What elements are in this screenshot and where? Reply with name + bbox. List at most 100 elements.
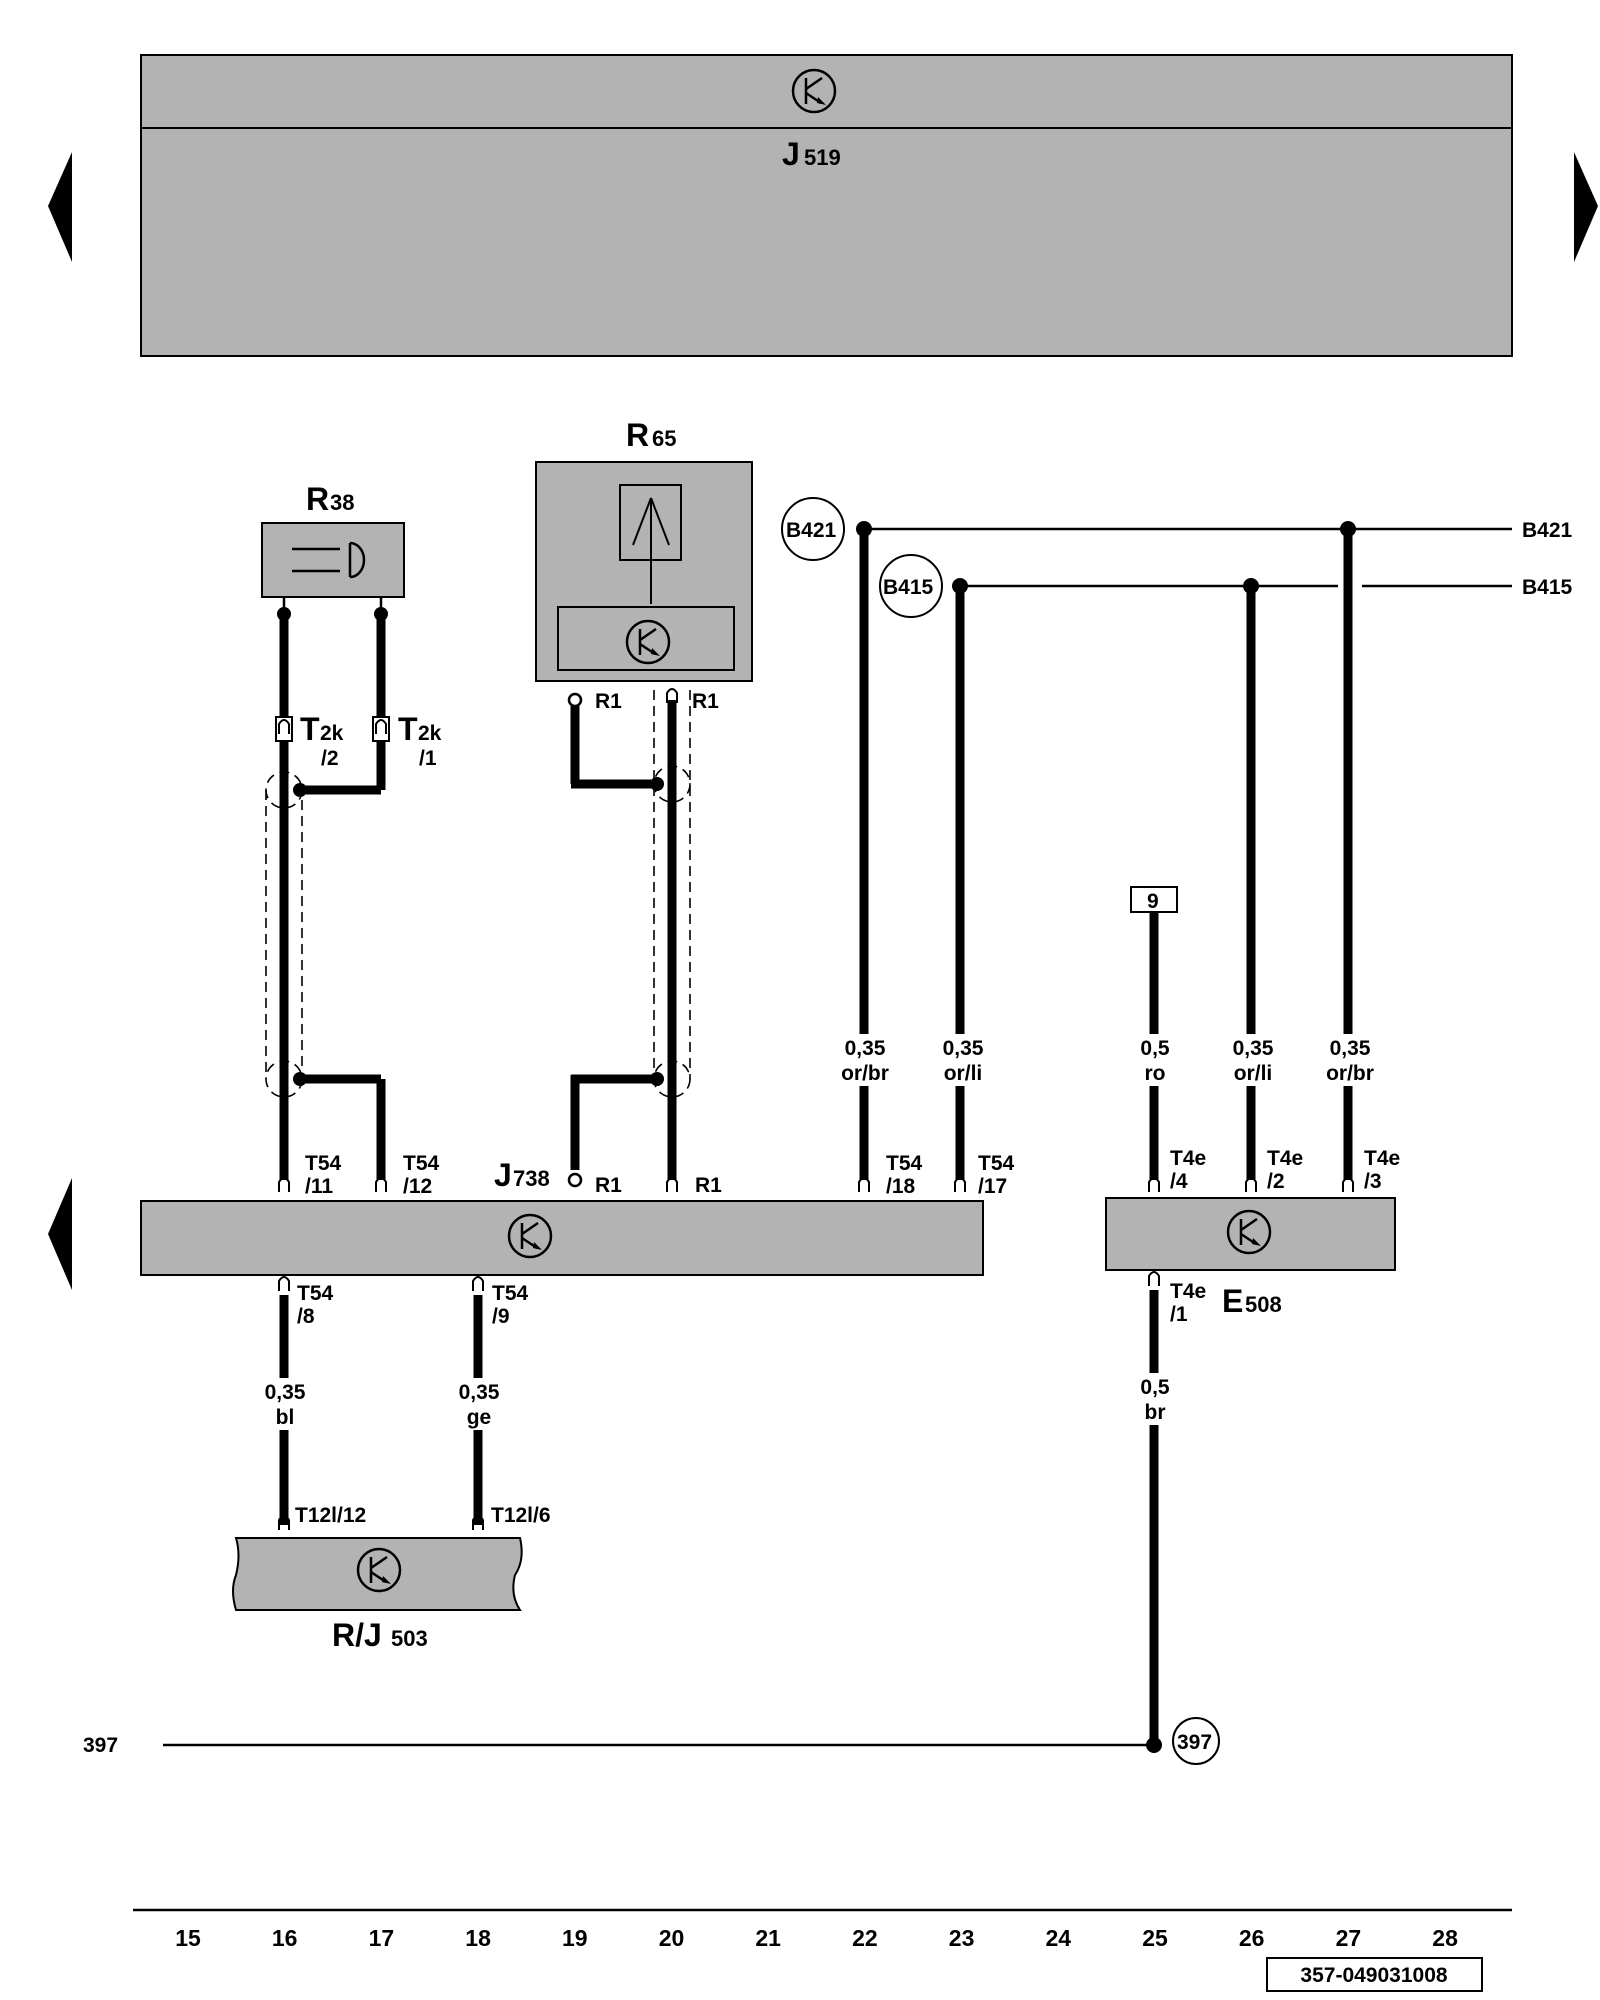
wire-r38 [265,607,390,1180]
t4e-4-b: /4 [1170,1170,1188,1193]
wire-br-color: br [1145,1401,1166,1424]
t54-17-b: /17 [978,1175,1007,1198]
wire-br-size: 0,5 [1140,1376,1170,1399]
wire-orli-b-color: or/li [1234,1062,1273,1085]
next-page-arrow-top[interactable] [1574,152,1598,262]
wire-labels: 0,35 or/br 0,35 or/li 0,5 ro 0,35 or/li … [260,1034,1376,1430]
r65-pin-r1-b: R1 [692,690,719,713]
r65-sub: 65 [652,426,676,451]
control-unit-icon [1226,1209,1272,1255]
t54-11-b: /11 [305,1175,333,1198]
ref-circle-397 [1172,1717,1220,1765]
b421-right-label: B421 [1522,519,1573,542]
t2k-pin-2: /2 [321,747,339,770]
r65-pin-r1-a: R1 [595,690,622,713]
axis-label-26: 26 [1239,1925,1265,1951]
t4e-3-b: /3 [1364,1170,1382,1193]
axis-label-22: 22 [852,1925,878,1951]
t54-9-b: /9 [492,1305,510,1328]
t4e-2-a: T4e [1267,1147,1303,1170]
wire-orli-a-color: or/li [944,1062,983,1085]
j519-sub: 519 [804,145,841,170]
wire-orbr-a-color: or/br [841,1062,889,1085]
axis-label-24: 24 [1046,1925,1072,1951]
ref-box-9-label: 9 [1147,890,1159,913]
component-r-j503: R/J 503 [232,1537,523,1653]
control-unit-icon [507,1213,553,1259]
axis-label-19: 19 [562,1925,588,1951]
component-r65: R 65 [535,417,753,682]
wire-orbr-b-size: 0,35 [1330,1037,1371,1060]
j519-letter: J [782,136,800,172]
t2k-letter-b: T [398,711,418,747]
axis-label-25: 25 [1142,1925,1168,1951]
axis-label-23: 23 [949,1925,975,1951]
t54-8-b: /8 [297,1305,315,1328]
ref-397-circle-label: 397 [1177,1731,1212,1754]
drawing-number-box [1266,1957,1483,1992]
t54-12-a: T54 [403,1152,440,1175]
component-e508: E 508 [1105,1197,1396,1319]
wire-ro-color: ro [1145,1062,1166,1085]
r65-letter: R [626,417,649,453]
t54-18-a: T54 [886,1152,923,1175]
wire-bl-size: 0,35 [265,1381,306,1404]
t54-17-a: T54 [978,1152,1015,1175]
t4e-2-b: /2 [1267,1170,1285,1193]
wire-ge-size: 0,35 [459,1381,500,1404]
t2k-letter-a: T [300,711,320,747]
prev-page-arrow-top[interactable] [48,152,72,262]
axis-label-21: 21 [755,1925,781,1951]
wire-orli-a-size: 0,35 [943,1037,984,1060]
t2k-sub-a: 2k [320,722,344,745]
t4e-4-a: T4e [1170,1147,1206,1170]
drawing-number: 357-049031008 [1300,1964,1447,1987]
wire-bl-color: bl [276,1406,295,1429]
component-j738: J 738 [140,1157,984,1276]
axis-label-17: 17 [369,1925,395,1951]
r-j503-sub: 503 [391,1626,428,1651]
wire-ge-color: ge [467,1406,492,1429]
axis-label-16: 16 [272,1925,298,1951]
prev-page-arrow-bottom[interactable] [48,1178,72,1290]
ref-box-9 [1130,886,1178,913]
wire-orbr-b-color: or/br [1326,1062,1374,1085]
wire-r65 [567,688,691,1188]
control-unit-icon [356,1547,402,1593]
t2k-sub-b: 2k [418,722,442,745]
e508-sub: 508 [1245,1292,1282,1317]
r38-letter: R [306,481,329,517]
t4e-3-a: T4e [1364,1147,1400,1170]
axis-label-28: 28 [1432,1925,1458,1951]
ref-397-left-label: 397 [83,1734,118,1757]
axis-label-27: 27 [1336,1925,1362,1951]
r-j503-letter: R/J [332,1617,382,1653]
wire-orbr-a-size: 0,35 [845,1037,886,1060]
control-unit-icon [625,619,671,665]
b421-circle-label: B421 [786,519,837,542]
r38-sub: 38 [330,490,354,515]
component-r38: R 38 [261,481,405,613]
axis-labels: 15 16 17 18 19 20 21 22 23 24 25 26 27 28 [175,1925,1458,1951]
t54-8-a: T54 [297,1282,334,1305]
axis-label-15: 15 [175,1925,201,1951]
component-j519: J 519 [140,54,1513,357]
j738-letter: J [494,1157,512,1193]
t54-9-a: T54 [492,1282,529,1305]
t4e-1-a: T4e [1170,1280,1206,1303]
wire-orli-b-size: 0,35 [1233,1037,1274,1060]
b415-circle-label: B415 [883,576,934,599]
t4e-1-b: /1 [1170,1303,1188,1326]
axis-label-20: 20 [659,1925,685,1951]
j738-pin-r1-b: R1 [695,1174,722,1197]
t54-12-b: /12 [403,1175,432,1198]
t54-11-a: T54 [305,1152,342,1175]
b415-right-label: B415 [1522,576,1573,599]
j738-pin-r1-a: R1 [595,1174,622,1197]
axis-label-18: 18 [465,1925,491,1951]
wire-ro-size: 0,5 [1140,1037,1170,1060]
j738-sub: 738 [513,1166,550,1191]
e508-letter: E [1222,1283,1243,1319]
t12l-12: T12l/12 [295,1504,366,1527]
